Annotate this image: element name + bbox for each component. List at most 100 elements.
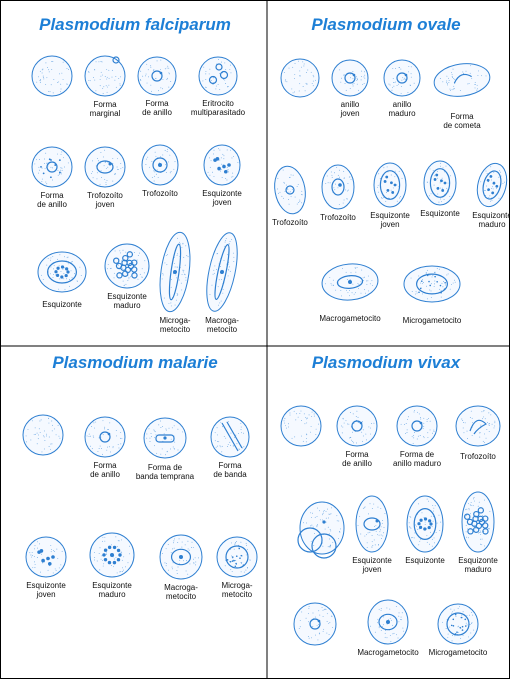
stipple-dot	[219, 150, 220, 151]
merozoite	[104, 558, 107, 561]
stipple-dot	[209, 69, 210, 70]
stipple-dot	[343, 75, 344, 76]
stipple-dot	[165, 428, 166, 429]
stipple-dot	[43, 279, 44, 280]
cell-label: de anillo	[142, 108, 172, 117]
stipple-dot	[62, 170, 63, 171]
stipple-dot	[313, 76, 314, 77]
pigment-dot	[462, 629, 464, 631]
stipple-dot	[52, 256, 53, 257]
stipple-dot	[40, 80, 41, 81]
stipple-dot	[461, 419, 462, 420]
stipple-dot	[46, 183, 47, 184]
stipple-dot	[392, 87, 393, 88]
stipple-dot	[350, 88, 351, 89]
stipple-dot	[325, 183, 326, 184]
stipple-dot	[411, 77, 412, 78]
merozoite	[217, 167, 221, 171]
stipple-dot	[72, 277, 73, 278]
stipple-dot	[284, 420, 285, 421]
stipple-dot	[357, 79, 358, 80]
stipple-dot	[364, 507, 365, 508]
stipple-dot	[121, 438, 122, 439]
stipple-dot	[310, 512, 311, 513]
stipple-dot	[123, 281, 124, 282]
stipple-dot	[483, 411, 484, 412]
cell-label: de anillo	[342, 459, 372, 468]
stipple-dot	[411, 278, 412, 279]
merozoite	[434, 178, 437, 181]
stipple-dot	[68, 257, 69, 258]
cell-label: de anillo	[90, 470, 120, 479]
stipple-dot	[466, 537, 467, 538]
stipple-dot	[360, 534, 361, 535]
stipple-dot	[130, 276, 131, 277]
stipple-dot	[72, 261, 73, 262]
stipple-dot	[434, 281, 435, 282]
stipple-dot	[285, 79, 286, 80]
stipple-dot	[484, 500, 485, 501]
stipple-dot	[174, 449, 175, 450]
stipple-dot	[170, 172, 171, 173]
stipple-dot	[323, 513, 324, 514]
merozoite	[102, 553, 105, 556]
stipple-dot	[105, 76, 106, 77]
merozoite	[56, 274, 59, 277]
chromatin-dot	[158, 163, 162, 167]
stipple-dot	[45, 153, 46, 154]
stipple-dot	[160, 454, 161, 455]
stipple-dot	[42, 69, 43, 70]
stipple-dot	[384, 527, 385, 528]
stipple-dot	[178, 567, 179, 568]
stipple-dot	[410, 517, 411, 518]
stipple-dot	[42, 168, 43, 169]
stipple-dot	[443, 167, 444, 168]
stipple-dot	[147, 83, 148, 84]
erythrocyte-outline	[281, 59, 319, 97]
stipple-dot	[441, 290, 442, 291]
stipple-dot	[172, 548, 173, 549]
stipple-dot	[187, 574, 188, 575]
stipple-dot	[306, 418, 307, 419]
stipple-dot	[298, 417, 299, 418]
cell-label: Trofozoíto	[320, 213, 356, 222]
stipple-dot	[294, 78, 295, 79]
cell-shape	[384, 60, 420, 96]
stipple-dot	[386, 608, 387, 609]
stipple-dot	[323, 511, 324, 512]
stipple-dot	[99, 553, 100, 554]
stipple-dot	[344, 200, 345, 201]
stipple-dot	[52, 430, 53, 431]
stipple-dot	[399, 67, 400, 68]
stipple-dot	[154, 445, 155, 446]
stipple-dot	[167, 78, 168, 79]
stipple-dot	[117, 572, 118, 573]
stipple-dot	[298, 61, 299, 62]
stipple-dot	[450, 175, 451, 176]
stipple-dot	[289, 68, 290, 69]
pigment-dot	[418, 291, 420, 293]
stipple-dot	[398, 84, 399, 85]
stipple-dot	[402, 178, 403, 179]
cell-label: Forma de	[148, 463, 183, 472]
stipple-dot	[228, 169, 229, 170]
stipple-dot	[61, 89, 62, 90]
stipple-dot	[358, 90, 359, 91]
stipple-dot	[118, 265, 119, 266]
stipple-dot	[447, 637, 448, 638]
stipple-dot	[308, 636, 309, 637]
stipple-dot	[68, 162, 69, 163]
stipple-dot	[314, 533, 315, 534]
stipple-dot	[203, 67, 204, 68]
erythrocyte-outline	[337, 406, 377, 446]
stipple-dot	[174, 425, 175, 426]
stipple-dot	[349, 176, 350, 177]
stipple-dot	[173, 542, 174, 543]
stipple-dot	[64, 267, 65, 268]
stipple-dot	[285, 425, 286, 426]
stipple-dot	[187, 541, 188, 542]
stipple-dot	[417, 412, 418, 413]
stipple-dot	[77, 281, 78, 282]
cell-shape	[332, 60, 368, 96]
